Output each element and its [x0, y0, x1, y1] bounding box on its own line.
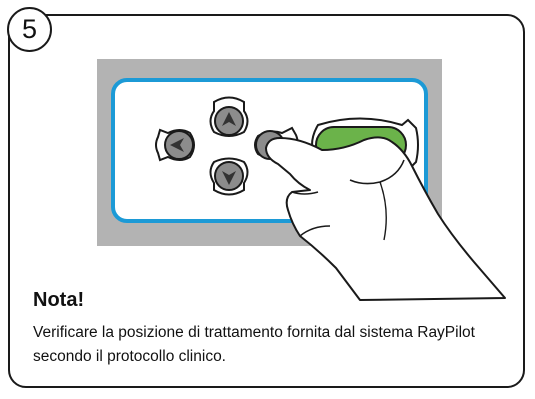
step-number: 5 [21, 14, 38, 44]
down-arrow-button[interactable] [209, 157, 249, 196]
note-text: Verificare la posizione di trattamento f… [33, 324, 475, 365]
step-number-badge: 5 [7, 7, 52, 52]
up-arrow-button[interactable] [209, 96, 249, 137]
left-arrow-icon [170, 138, 184, 152]
left-arrow-button[interactable] [155, 128, 195, 162]
pressing-hand [265, 136, 506, 301]
note-title: Nota! [33, 289, 85, 311]
down-arrow-icon [222, 171, 236, 185]
up-arrow-icon [222, 112, 236, 126]
